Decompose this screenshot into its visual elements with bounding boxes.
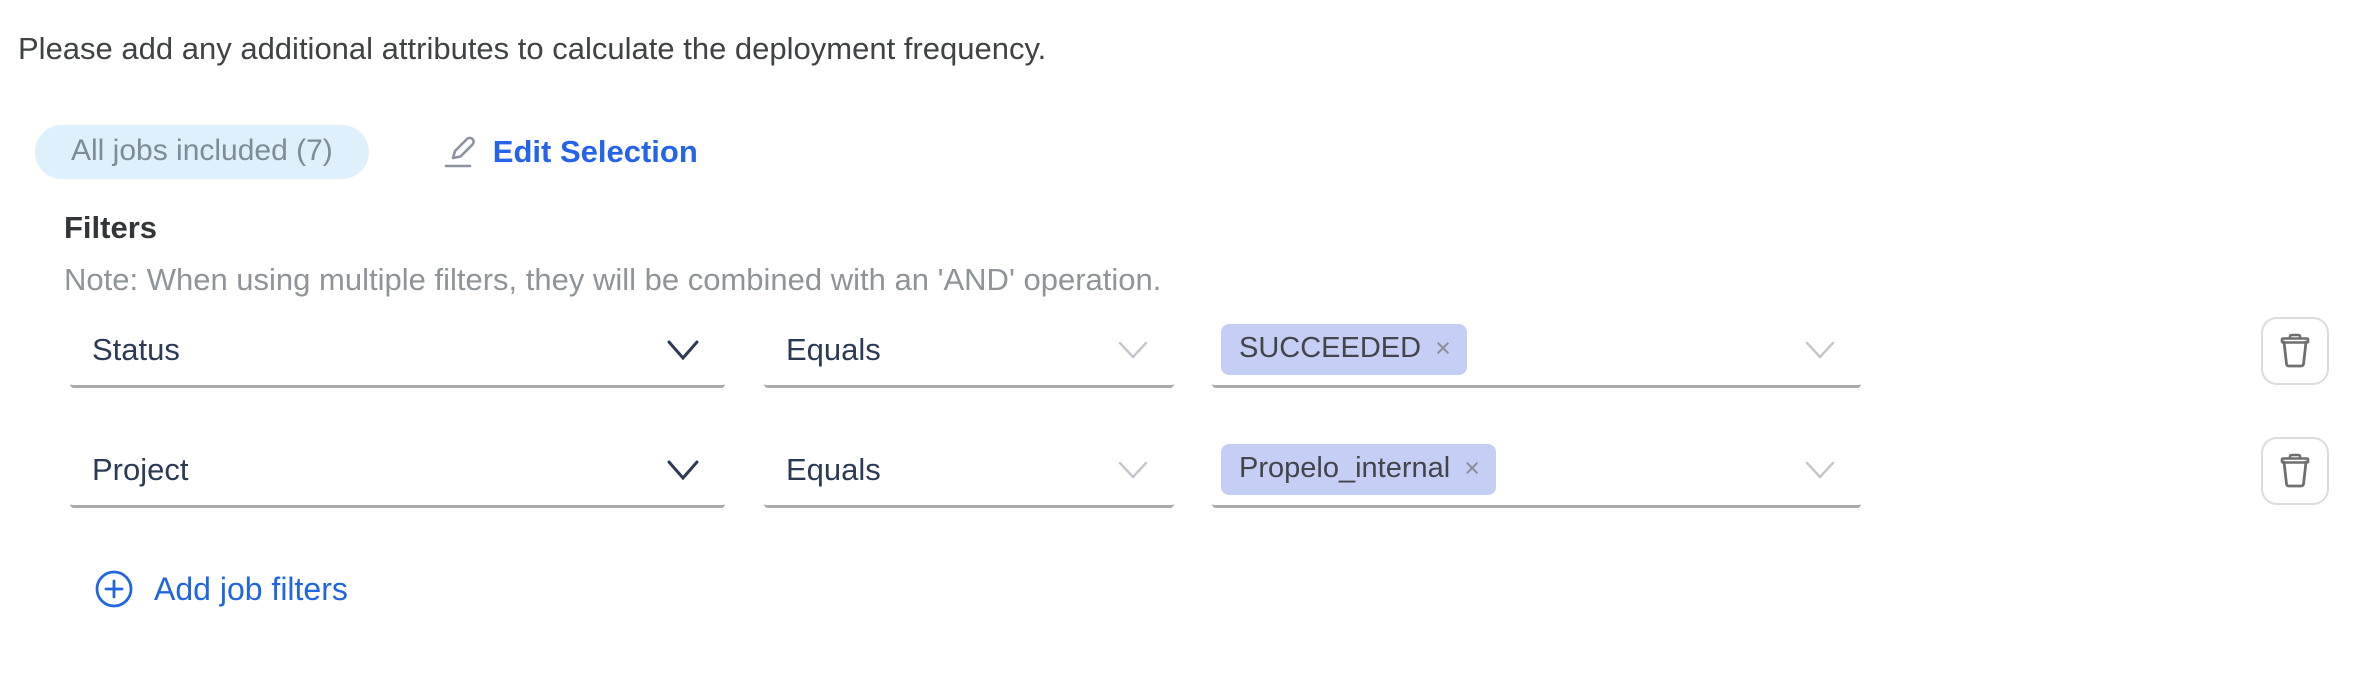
operator-select[interactable]: Equals xyxy=(764,434,1174,508)
add-job-filters-label: Add job filters xyxy=(154,570,348,607)
field-select-value: Status xyxy=(92,331,180,367)
filter-row: Status Equals SUCCEEDED × xyxy=(70,313,2329,389)
operator-select-value: Equals xyxy=(786,451,881,487)
operator-select-value: Equals xyxy=(786,331,881,367)
tag-remove-icon[interactable]: × xyxy=(1435,333,1451,363)
chevron-down-icon xyxy=(1805,341,1835,359)
filters-heading: Filters xyxy=(64,210,158,245)
jobs-included-badge: All jobs included (7) xyxy=(35,125,369,179)
trash-icon xyxy=(2279,333,2311,369)
edit-pencil-icon xyxy=(443,134,477,170)
filter-row: Project Equals Propelo_internal × xyxy=(70,433,2329,509)
chevron-down-icon xyxy=(1118,461,1148,479)
values-multiselect[interactable]: SUCCEEDED × xyxy=(1212,314,1861,388)
edit-selection-button[interactable]: Edit Selection xyxy=(443,134,698,170)
chevron-down-icon xyxy=(667,460,699,480)
instruction-text: Please add any additional attributes to … xyxy=(18,31,1047,66)
chevron-down-icon xyxy=(1805,461,1835,479)
delete-filter-button[interactable] xyxy=(2261,317,2329,385)
field-select-value: Project xyxy=(92,451,189,487)
filters-note: Note: When using multiple filters, they … xyxy=(64,262,1162,297)
values-multiselect[interactable]: Propelo_internal × xyxy=(1212,434,1861,508)
trash-icon xyxy=(2279,453,2311,489)
add-job-filters-button[interactable]: Add job filters xyxy=(94,569,348,609)
value-tag-label: SUCCEEDED xyxy=(1239,332,1422,364)
plus-circle-icon xyxy=(94,569,134,609)
chevron-down-icon xyxy=(667,340,699,360)
value-tag: SUCCEEDED × xyxy=(1221,324,1467,375)
delete-filter-button[interactable] xyxy=(2261,437,2329,505)
value-tag-label: Propelo_internal xyxy=(1239,452,1451,484)
field-select[interactable]: Project xyxy=(70,434,725,508)
chevron-down-icon xyxy=(1118,341,1148,359)
operator-select[interactable]: Equals xyxy=(764,314,1174,388)
field-select[interactable]: Status xyxy=(70,314,725,388)
value-tag: Propelo_internal × xyxy=(1221,444,1496,495)
tag-remove-icon[interactable]: × xyxy=(1464,453,1480,483)
deployment-frequency-filter-panel: Please add any additional attributes to … xyxy=(0,30,2376,684)
edit-selection-label: Edit Selection xyxy=(492,134,698,169)
jobs-selection-row: All jobs included (7) Edit Selection xyxy=(35,125,2376,179)
